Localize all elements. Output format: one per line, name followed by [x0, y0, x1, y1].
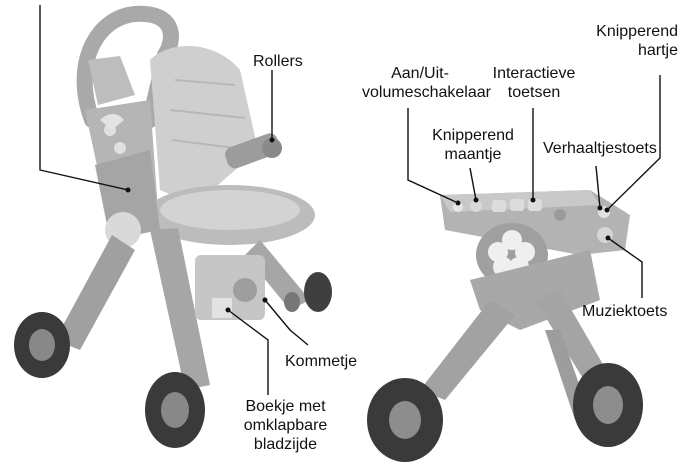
label-interactieve-line-1: Interactieve: [488, 64, 580, 83]
label-knipperend-hartje-line-2: hartje: [580, 41, 678, 60]
label-knipperend-hartje-line-1: Knipperend: [580, 22, 678, 41]
label-knipperend-hartje: Knipperend hartje: [580, 22, 678, 60]
label-knipperend-maantje: Knipperend maantje: [428, 126, 518, 164]
label-interactieve-toetsen: Interactieve toetsen: [488, 64, 580, 102]
activity-panel-drawing: [367, 190, 643, 462]
label-boekje-line-3: bladzijde: [233, 435, 338, 454]
label-verhaaltjestoets: Verhaaltjestoets: [543, 139, 657, 158]
label-knipperend-maantje-line-1: Knipperend: [428, 126, 518, 145]
label-aan-uit-line-1: Aan/Uit-: [362, 64, 478, 83]
label-boekje-line-2: omklapbare: [233, 416, 338, 435]
label-boekje-line-1: Boekje met: [233, 397, 338, 416]
label-knipperend-maantje-line-2: maantje: [428, 145, 518, 164]
label-aan-uit-line-2: volumeschakelaar: [362, 83, 478, 102]
walker-stroller-drawing: [14, 14, 332, 448]
label-muziektoets: Muziektoets: [582, 302, 667, 321]
label-interactieve-line-2: toetsen: [488, 83, 580, 102]
label-rollers: Rollers: [253, 52, 303, 71]
label-aan-uit-volumeschakelaar: Aan/Uit- volumeschakelaar: [362, 64, 478, 102]
label-kommetje: Kommetje: [285, 352, 357, 371]
label-boekje-met-omklapbare-bladzijde: Boekje met omklapbare bladzijde: [233, 397, 338, 454]
